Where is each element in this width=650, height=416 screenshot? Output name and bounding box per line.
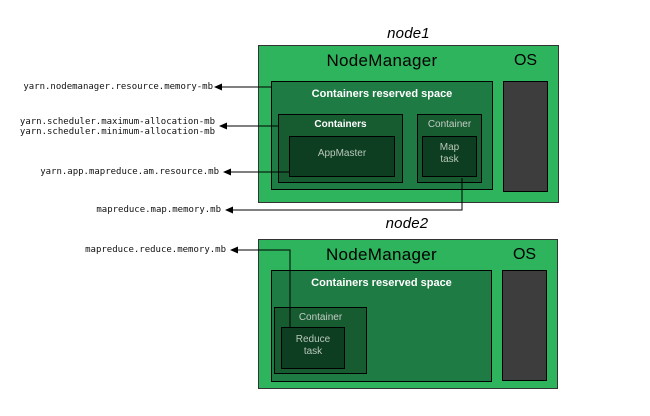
- reduce-task-line1: Reduce: [295, 334, 331, 345]
- map-task-line2: task: [440, 153, 459, 165]
- node1-containers-label: Containers: [314, 119, 367, 130]
- node1-map-task-box: Map task: [422, 136, 477, 177]
- node2-reserved-label: Containers reserved space: [311, 277, 452, 289]
- node2-nodemanager-label: NodeManager: [325, 245, 438, 264]
- node2-reduce-task-box: Reduce task: [281, 327, 345, 369]
- node2-os-label: OS: [512, 246, 537, 263]
- label-mapreduce-reduce-memory-mb: mapreduce.reduce.memory.mb: [85, 245, 226, 255]
- map-task-line1: Map: [439, 142, 460, 153]
- node2-title: node2: [385, 215, 429, 232]
- label-yarn-scheduler-maximum-allocation-mb: yarn.scheduler.maximum-allocation-mb: [19, 117, 215, 127]
- node1-os-reserved-box: [503, 81, 548, 192]
- node1-appmaster-label: AppMaster: [317, 148, 367, 159]
- node1-container-label: Container: [427, 119, 472, 130]
- node1-title: node1: [387, 25, 430, 42]
- node1-os-label: OS: [513, 52, 538, 69]
- label-yarn-scheduler-minimum-allocation-mb: yarn.scheduler.minimum-allocation-mb: [19, 127, 215, 137]
- reduce-task-line2: task: [303, 345, 323, 357]
- node2-container-label: Container: [298, 312, 343, 323]
- node1-appmaster-box: AppMaster: [289, 136, 395, 177]
- node1-nodemanager-label: NodeManager: [326, 51, 438, 70]
- label-yarn-app-mapreduce-am-resource-mb: yarn.app.mapreduce.am.resource.mb: [40, 167, 219, 177]
- label-mapreduce-map-memory-mb: mapreduce.map.memory.mb: [96, 205, 221, 215]
- node2-os-reserved-box: [502, 270, 547, 381]
- label-yarn-nodemanager-resource-memory-mb: yarn.nodemanager.resource.memory-mb: [23, 82, 213, 92]
- node1-reserved-label: Containers reserved space: [311, 88, 453, 100]
